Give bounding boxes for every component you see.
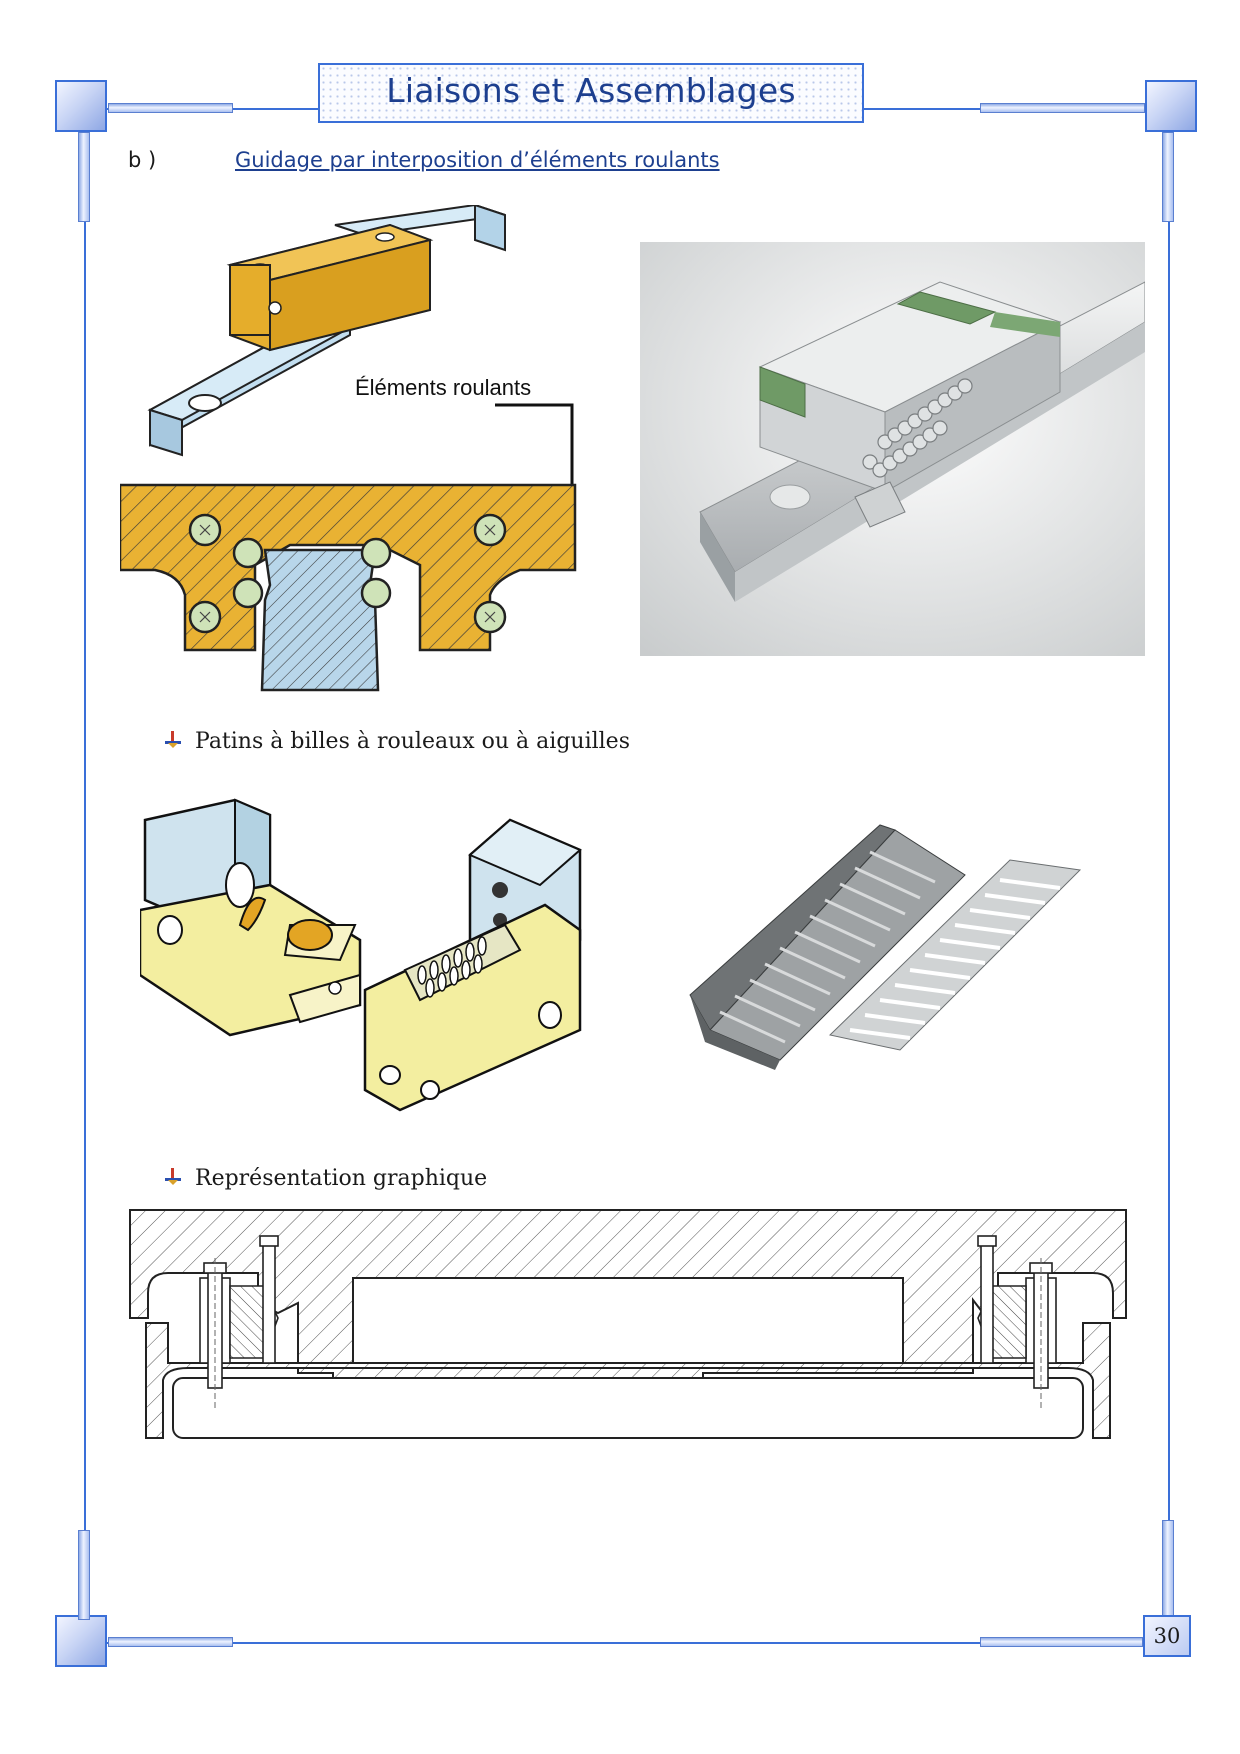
- corner-ornament-icon: [55, 1615, 107, 1667]
- bullet-item: Patins à billes à rouleaux ou à aiguille…: [165, 729, 630, 754]
- bullet-text: Patins à billes à rouleaux ou à aiguille…: [195, 729, 630, 754]
- section-marker: b ): [128, 148, 157, 172]
- needle-cage-photo: [689, 824, 1082, 1070]
- ball-elements: [188, 513, 507, 634]
- bullet-text: Représentation graphique: [195, 1166, 488, 1191]
- linear-guide-drawing: Éléments roulants: [120, 205, 577, 692]
- corner-ornament-icon: [55, 80, 107, 132]
- corner-ornament-icon: [1145, 80, 1197, 132]
- page-number: 30: [1143, 1615, 1191, 1657]
- page-title: Liaisons et Assemblages: [386, 71, 796, 110]
- bullet-arrow-icon: [165, 1167, 181, 1185]
- bullet-arrow-icon: [165, 730, 181, 748]
- title-box: Liaisons et Assemblages: [318, 63, 864, 123]
- bullet-item: Représentation graphique: [165, 1166, 487, 1191]
- section-drawing: [129, 1209, 1127, 1439]
- roller-block-drawing: [140, 798, 582, 1112]
- callout-label: Éléments roulants: [355, 375, 531, 400]
- section-title: Guidage par interposition d’éléments rou…: [235, 148, 720, 172]
- rail-photo: [640, 242, 1145, 656]
